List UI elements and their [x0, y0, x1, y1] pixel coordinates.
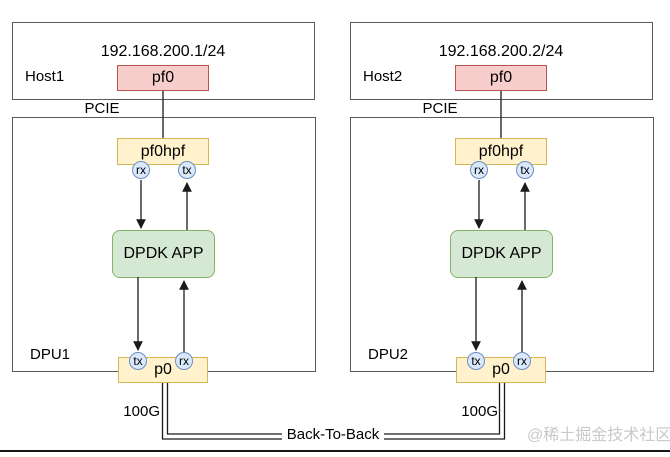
dpu1-pf0hpf-rx-queue: rx	[132, 161, 150, 179]
host-dpu-unit-2: Host2 192.168.200.2/24 pf0 PCIE DPU2 pf0…	[350, 0, 670, 457]
host1-pf0-node: pf0	[117, 65, 209, 91]
watermark-text: @稀土掘金技术社区	[527, 427, 670, 444]
dpu2-pf0hpf-tx-queue: tx	[516, 161, 534, 179]
dpu1-p0-tx-queue: tx	[129, 352, 147, 370]
pcie-label-1: PCIE	[84, 100, 120, 117]
dpu2-dpdk-app-node: DPDK APP	[450, 230, 553, 278]
dpu1-pf0hpf-node: pf0hpf	[117, 138, 209, 165]
link-speed-label-2: 100G	[461, 403, 498, 420]
back-to-back-label: Back-To-Back	[282, 427, 384, 443]
dpu2-label: DPU2	[368, 346, 409, 363]
host-dpu-unit-1: Host1 192.168.200.1/24 pf0 PCIE DPU1 pf0…	[12, 0, 332, 457]
pcie-label-2: PCIE	[422, 100, 458, 117]
dpu1-pf0hpf-tx-queue: tx	[178, 161, 196, 179]
host2-label: Host2	[363, 68, 403, 85]
dpu1-dpdk-app-node: DPDK APP	[112, 230, 215, 278]
link-speed-label-1: 100G	[123, 403, 160, 420]
host2-pf0-node: pf0	[455, 65, 547, 91]
dpu2-p0-rx-queue: rx	[513, 352, 531, 370]
dpu2-pf0hpf-node: pf0hpf	[455, 138, 547, 165]
bottom-divider-line	[0, 450, 670, 452]
host1-ip-address: 192.168.200.1/24	[100, 43, 226, 60]
host2-ip-address: 192.168.200.2/24	[438, 43, 564, 60]
dpu2-p0-tx-queue: tx	[467, 352, 485, 370]
dpu1-label: DPU1	[30, 346, 71, 363]
dpu2-pf0hpf-rx-queue: rx	[470, 161, 488, 179]
host1-label: Host1	[25, 68, 65, 85]
dpu1-p0-rx-queue: rx	[175, 352, 193, 370]
